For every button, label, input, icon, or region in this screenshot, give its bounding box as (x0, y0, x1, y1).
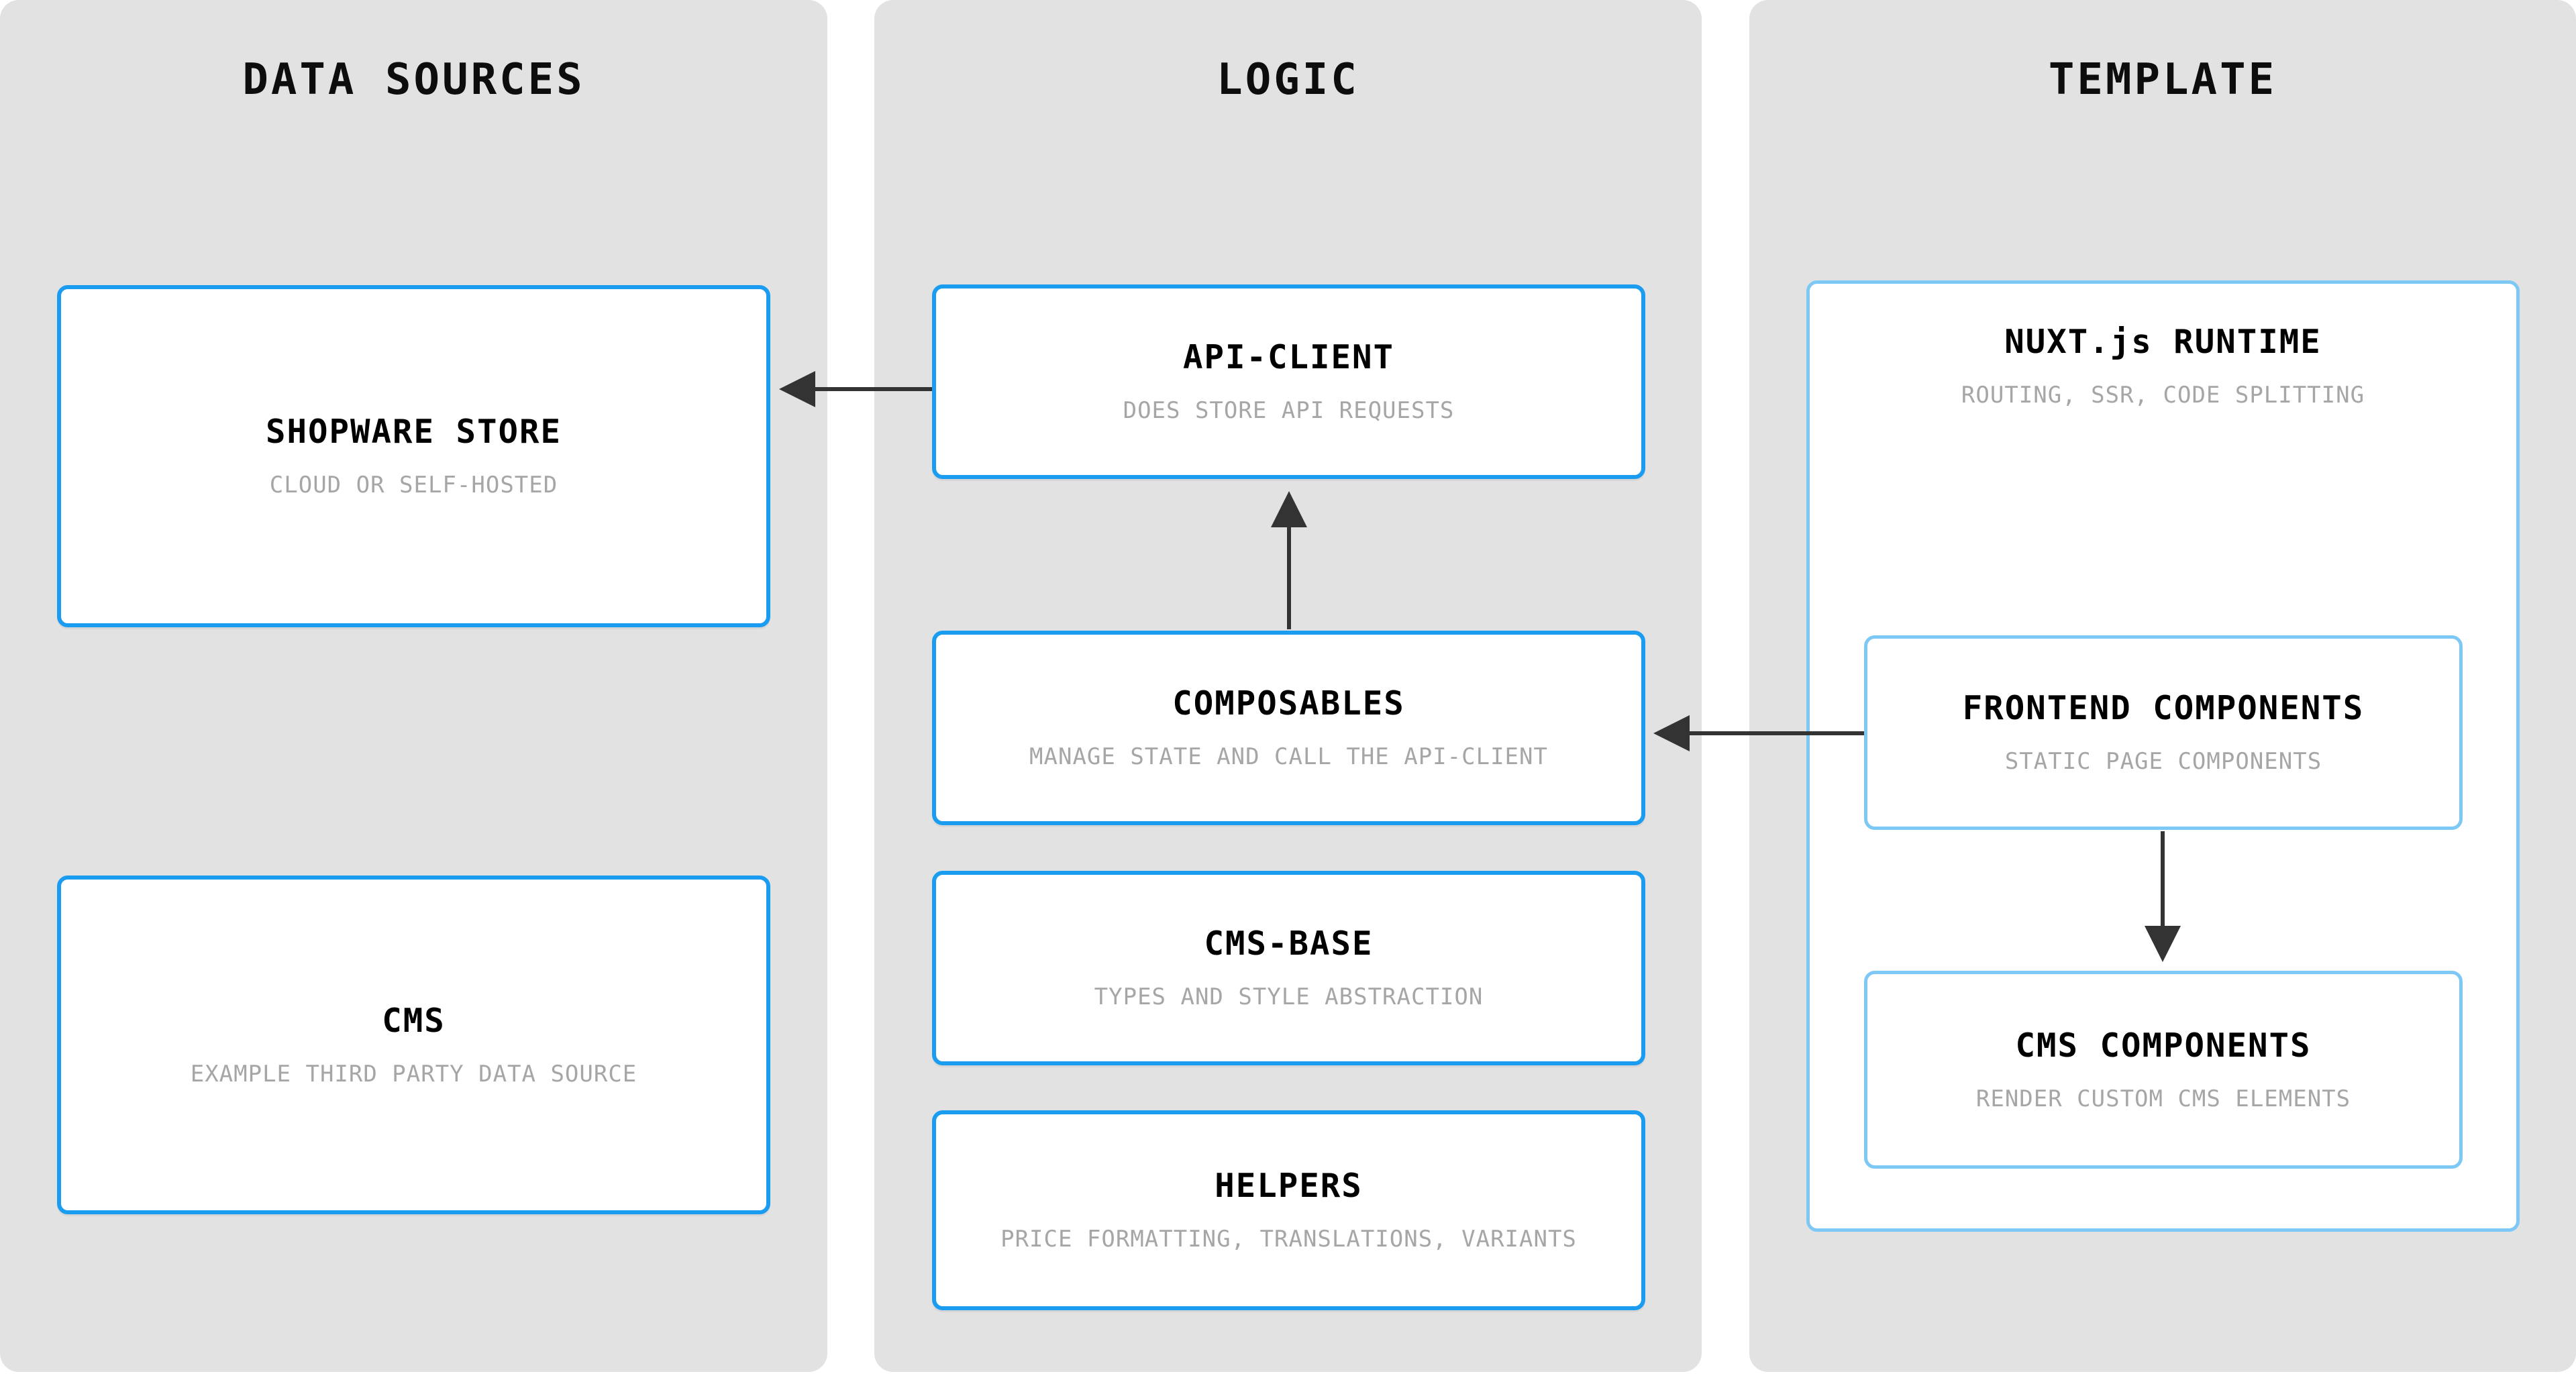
card-title-cms-base: CMS-BASE (1204, 924, 1374, 963)
card-title-cms: CMS (382, 1001, 446, 1040)
card-title-nuxt-runtime: NUXT.js RUNTIME (2004, 323, 2322, 361)
card-helpers[interactable]: HELPERS PRICE FORMATTING, TRANSLATIONS, … (932, 1110, 1645, 1310)
card-cms[interactable]: CMS EXAMPLE THIRD PARTY DATA SOURCE (57, 876, 770, 1214)
card-subtitle-helpers: PRICE FORMATTING, TRANSLATIONS, VARIANTS (1000, 1226, 1577, 1253)
card-title-cms-components: CMS COMPONENTS (2015, 1026, 2312, 1065)
card-subtitle-cms-components: RENDER CUSTOM CMS ELEMENTS (1975, 1085, 2351, 1112)
panel-title-logic: LOGIC (1217, 55, 1359, 105)
card-header-nuxt-runtime: NUXT.js RUNTIME ROUTING, SSR, CODE SPLIT… (1810, 324, 2516, 408)
panel-title-data-sources: DATA SOURCES (242, 55, 585, 105)
card-frontend-components[interactable]: FRONTEND COMPONENTS STATIC PAGE COMPONEN… (1864, 635, 2463, 830)
card-api-client[interactable]: API-CLIENT DOES STORE API REQUESTS (932, 284, 1645, 479)
card-title-helpers: HELPERS (1215, 1167, 1363, 1206)
card-cms-base[interactable]: CMS-BASE TYPES AND STYLE ABSTRACTION (932, 871, 1645, 1065)
card-title-frontend-components: FRONTEND COMPONENTS (1962, 689, 2365, 728)
card-title-api-client: API-CLIENT (1182, 338, 1394, 377)
card-title-shopware-store: SHOPWARE STORE (265, 413, 562, 452)
card-cms-components[interactable]: CMS COMPONENTS RENDER CUSTOM CMS ELEMENT… (1864, 971, 2463, 1169)
card-shopware-store[interactable]: SHOPWARE STORE CLOUD OR SELF-HOSTED (57, 285, 770, 627)
card-subtitle-cms-base: TYPES AND STYLE ABSTRACTION (1094, 984, 1484, 1011)
card-subtitle-cms: EXAMPLE THIRD PARTY DATA SOURCE (190, 1060, 637, 1088)
panel-title-template: TEMPLATE (2048, 55, 2277, 105)
card-title-composables: COMPOSABLES (1172, 684, 1405, 723)
card-subtitle-shopware-store: CLOUD OR SELF-HOSTED (269, 472, 558, 499)
card-subtitle-composables: MANAGE STATE AND CALL THE API-CLIENT (1029, 743, 1548, 771)
card-composables[interactable]: COMPOSABLES MANAGE STATE AND CALL THE AP… (932, 631, 1645, 825)
card-subtitle-nuxt-runtime: ROUTING, SSR, CODE SPLITTING (1961, 381, 2365, 409)
card-subtitle-frontend-components: STATIC PAGE COMPONENTS (2004, 748, 2322, 776)
card-subtitle-api-client: DOES STORE API REQUESTS (1123, 397, 1455, 425)
